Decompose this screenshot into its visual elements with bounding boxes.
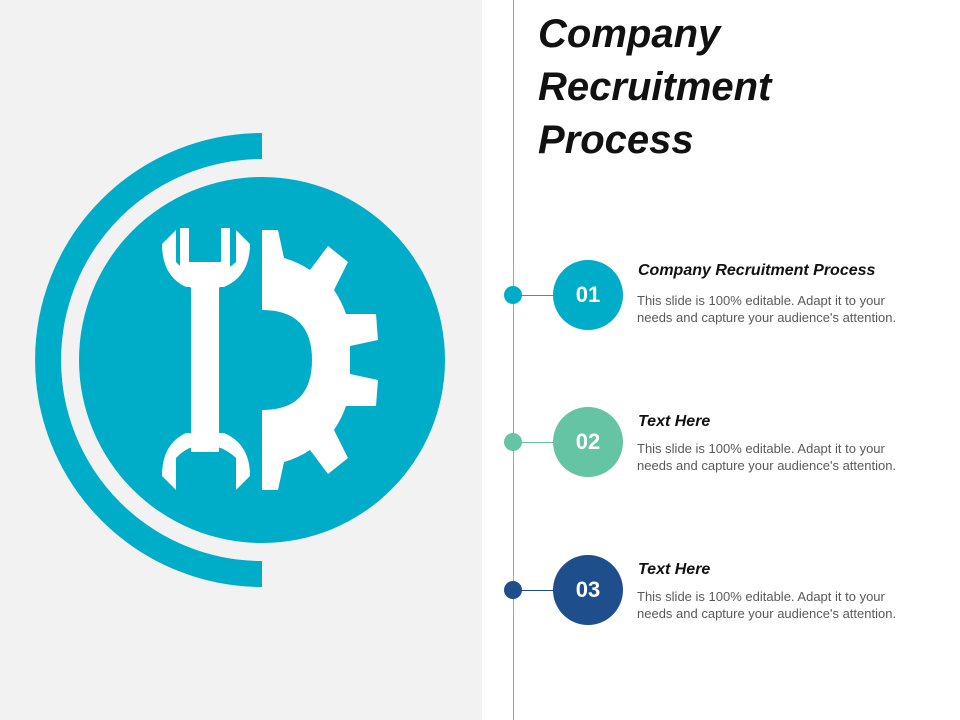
- slide-title: Company Recruitment Process: [538, 12, 772, 162]
- outer-arc: [35, 133, 263, 587]
- step-heading: Text Here: [638, 561, 711, 578]
- timeline-dot: [504, 581, 522, 599]
- wrench-gear-icon: [162, 228, 378, 490]
- step-number-badge: 01: [553, 260, 623, 330]
- step-number-badge: 02: [553, 407, 623, 477]
- timeline-line: [513, 0, 514, 720]
- hero-graphic: [35, 133, 445, 587]
- step-heading: Company Recruitment Process: [638, 262, 876, 279]
- timeline-dot: [504, 433, 522, 451]
- step-heading: Text Here: [638, 413, 711, 430]
- timeline-connector: [520, 442, 560, 443]
- timeline-connector: [520, 590, 560, 591]
- timeline-dot: [504, 286, 522, 304]
- step-description: This slide is 100% editable. Adapt it to…: [637, 441, 897, 473]
- step-description: This slide is 100% editable. Adapt it to…: [637, 293, 897, 325]
- step-description: This slide is 100% editable. Adapt it to…: [637, 589, 897, 621]
- step-number-badge: 03: [553, 555, 623, 625]
- timeline-connector: [520, 295, 560, 296]
